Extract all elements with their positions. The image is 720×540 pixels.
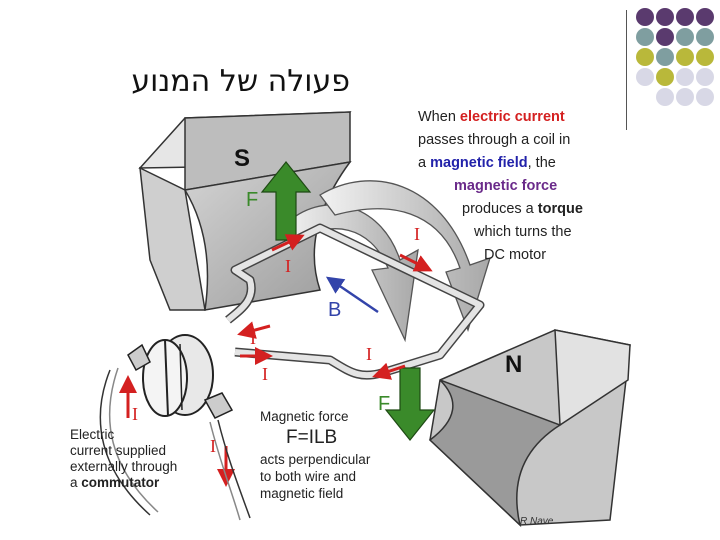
title-divider bbox=[626, 10, 627, 130]
current-label: I bbox=[132, 404, 138, 424]
current-arrow bbox=[372, 362, 406, 380]
decor-dot bbox=[676, 28, 694, 46]
decor-dot bbox=[656, 28, 674, 46]
current-label: I bbox=[414, 224, 420, 244]
current-label: I bbox=[210, 436, 216, 456]
n-pole-label: N bbox=[505, 351, 522, 378]
decor-dot bbox=[636, 68, 654, 86]
commutator bbox=[99, 334, 251, 521]
caption-torque: When electric current passes through a c… bbox=[418, 109, 583, 263]
decor-dot bbox=[656, 48, 674, 66]
decor-dot bbox=[696, 48, 714, 66]
decor-dot bbox=[676, 48, 694, 66]
n-pole-magnet bbox=[428, 329, 631, 528]
force-arrow-down bbox=[384, 367, 436, 441]
decor-dot bbox=[676, 8, 694, 26]
decor-dot bbox=[696, 88, 714, 106]
current-arrow bbox=[399, 253, 433, 272]
decor-dot bbox=[656, 8, 674, 26]
decor-dot bbox=[656, 88, 674, 106]
current-label: I bbox=[262, 364, 268, 384]
current-label: I bbox=[285, 256, 291, 276]
current-arrow bbox=[271, 234, 305, 252]
current-label: I bbox=[250, 328, 256, 348]
current-arrow bbox=[237, 321, 271, 339]
current-label: I bbox=[366, 344, 372, 364]
decor-dot bbox=[636, 28, 654, 46]
decor-dot bbox=[696, 8, 714, 26]
caption-commutator: Electric current supplied externally thr… bbox=[70, 427, 178, 490]
decor-dot bbox=[696, 68, 714, 86]
force-label-bottom: F bbox=[378, 393, 390, 415]
field-label: B bbox=[328, 299, 341, 321]
s-pole-label: S bbox=[234, 145, 250, 172]
decor-dot bbox=[636, 8, 654, 26]
decor-dot bbox=[656, 68, 674, 86]
decor-dot bbox=[636, 48, 654, 66]
force-label-top: F bbox=[246, 189, 258, 211]
rotation-arrow-right bbox=[319, 180, 491, 333]
magnetic-field-arrow bbox=[325, 276, 379, 314]
force-formula: F=ILB bbox=[286, 427, 338, 448]
slide-title: פעולה של המנוע bbox=[131, 64, 350, 99]
decor-dot bbox=[676, 88, 694, 106]
s-pole-magnet bbox=[138, 111, 352, 311]
decor-dot bbox=[676, 68, 694, 86]
decor-dot bbox=[696, 28, 714, 46]
caption-force: Magnetic force F=ILB acts perpendicular … bbox=[260, 409, 371, 501]
image-credit: R Nave bbox=[520, 516, 554, 527]
